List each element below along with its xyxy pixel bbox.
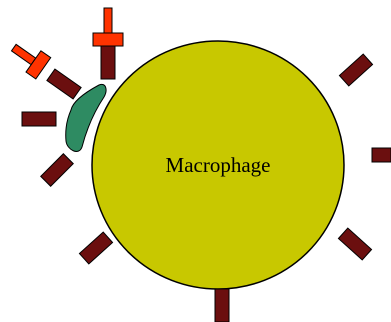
receptor-bottom: [215, 289, 229, 322]
receptor-bottom-left: [79, 232, 112, 264]
receptor-upper-left: [47, 69, 81, 99]
receptor-top: [101, 46, 115, 79]
receptor-right: [372, 148, 391, 162]
receptor-lower-right: [338, 228, 371, 260]
receptor-lower-left: [41, 154, 74, 187]
bound-ligand-top: [93, 8, 123, 46]
bound-ligand-upper-left: [6, 37, 50, 79]
receptor-upper-right: [339, 54, 372, 86]
receptor-left: [22, 112, 56, 126]
cell-label: Macrophage: [166, 153, 271, 177]
